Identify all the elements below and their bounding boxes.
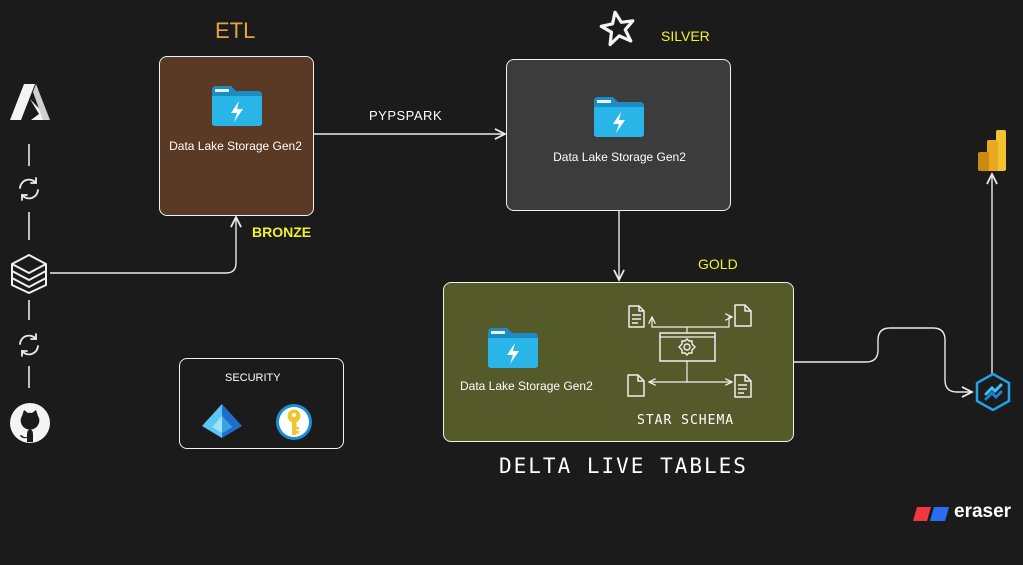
- gold-storage-label: Data Lake Storage Gen2: [460, 379, 593, 393]
- gold-to-synapse-arrow: [793, 327, 972, 392]
- etl-title: ETL: [215, 18, 256, 43]
- silver-label: SILVER: [661, 28, 710, 44]
- synapse-icon: [974, 372, 1012, 412]
- sync-icon: [16, 332, 42, 358]
- pypspark-label: PYPSPARK: [369, 108, 443, 123]
- folder-lightning-icon: [211, 85, 263, 127]
- gold-label: GOLD: [698, 256, 738, 272]
- sync-icon: [16, 176, 42, 202]
- delta-live-tables-label: DELTA LIVE TABLES: [499, 454, 748, 478]
- folder-lightning-icon: [487, 327, 539, 369]
- silver-storage-label: Data Lake Storage Gen2: [553, 150, 686, 164]
- bronze-box[interactable]: Data Lake Storage Gen2: [159, 56, 314, 216]
- eraser-logo-icon: [912, 506, 950, 522]
- security-box[interactable]: SECURITY: [179, 358, 344, 449]
- databricks-icon: [9, 252, 49, 294]
- bronze-storage-label: Data Lake Storage Gen2: [169, 139, 302, 153]
- document-icon: [627, 374, 645, 397]
- star-schema-diagram: [627, 304, 752, 398]
- security-label: SECURITY: [225, 372, 281, 384]
- github-icon: [9, 402, 51, 444]
- document-icon: [628, 305, 645, 328]
- databricks-to-bronze-arrow: [50, 217, 236, 274]
- eraser-brand-name[interactable]: eraser: [954, 501, 1012, 522]
- folder-lightning-icon: [593, 96, 645, 138]
- gear-icon: [678, 338, 696, 356]
- document-icon: [734, 304, 752, 327]
- silver-box[interactable]: Data Lake Storage Gen2: [506, 59, 731, 211]
- star-schema-label: STAR SCHEMA: [637, 413, 735, 428]
- power-bi-icon: [977, 128, 1007, 172]
- key-vault-icon: [275, 403, 313, 441]
- gold-box[interactable]: Data Lake Storage Gen2: [443, 282, 794, 442]
- azure-icon: [9, 83, 51, 121]
- bronze-label: BRONZE: [252, 224, 312, 240]
- star-icon: [597, 8, 639, 50]
- entra-id-icon: [201, 403, 243, 439]
- document-icon: [734, 374, 752, 398]
